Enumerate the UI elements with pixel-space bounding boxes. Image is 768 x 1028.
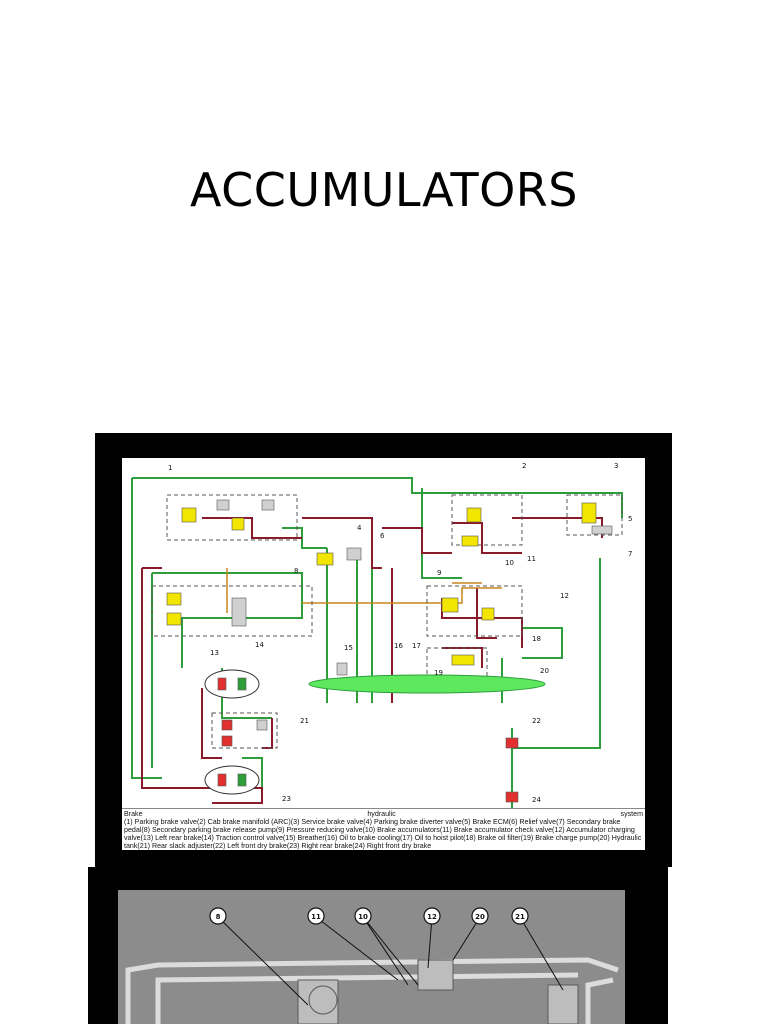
callout: 19 xyxy=(434,669,443,677)
callout: 13 xyxy=(210,649,219,657)
callout: 5 xyxy=(628,515,632,523)
callout: 10 xyxy=(358,913,368,921)
schematic-figure: 1 2 3 5 7 4 6 8 9 10 11 12 13 14 15 16 1… xyxy=(95,433,672,867)
callout: 9 xyxy=(437,569,441,577)
callout: 14 xyxy=(255,641,264,649)
callout: 11 xyxy=(527,555,536,563)
photo-callouts: 8 11 10 12 20 21 xyxy=(209,907,529,925)
leader-lines xyxy=(217,916,564,1006)
caption-legend-text: (1) Parking brake valve(2) Cab brake man… xyxy=(124,818,642,850)
callout: 17 xyxy=(412,642,421,650)
callout: 24 xyxy=(532,796,541,804)
component-boxes xyxy=(151,494,623,749)
callout: 2 xyxy=(522,462,526,470)
caption-word-system: system xyxy=(620,810,643,818)
callout: 16 xyxy=(394,642,403,650)
hydraulic-tank xyxy=(308,674,546,694)
schematic-drawing: 1 2 3 5 7 4 6 8 9 10 11 12 13 14 15 16 1… xyxy=(131,462,632,808)
callout: 7 xyxy=(628,550,632,558)
callout: 18 xyxy=(532,635,541,643)
slide-title: ACCUMULATORS xyxy=(190,163,578,217)
callout: 20 xyxy=(540,667,549,675)
callout: 10 xyxy=(505,559,514,567)
pilot-lines xyxy=(226,568,502,613)
callout: 8 xyxy=(216,913,221,921)
caption-word-hydraulic: hydraulic xyxy=(367,810,396,818)
callout: 4 xyxy=(357,524,362,532)
callout: 6 xyxy=(380,532,385,540)
frame-photo: 8 11 10 12 20 21 xyxy=(118,890,625,1025)
machine-components xyxy=(297,959,579,1025)
callout: 12 xyxy=(560,592,569,600)
callout: 1 xyxy=(168,464,172,472)
frame-photo-figure: 8 11 10 12 20 21 xyxy=(88,867,668,1025)
callout: 21 xyxy=(515,913,525,921)
callout: 20 xyxy=(475,913,485,921)
schematic-callouts: 1 2 3 5 7 4 6 8 9 10 11 12 13 14 15 16 1… xyxy=(168,462,632,804)
brake-assemblies xyxy=(204,669,260,795)
callout: 15 xyxy=(344,644,353,652)
caption-word-brake: Brake xyxy=(124,810,143,818)
callout: 23 xyxy=(282,795,291,803)
callout: 3 xyxy=(614,462,618,470)
callout: 8 xyxy=(294,567,298,575)
hydraulic-schematic: 1 2 3 5 7 4 6 8 9 10 11 12 13 14 15 16 1… xyxy=(122,458,645,808)
callout: 12 xyxy=(427,913,437,921)
schematic-caption: Brake hydraulic system (1) Parking brake… xyxy=(122,808,645,850)
callout: 22 xyxy=(532,717,541,725)
frame-photo-drawing: 8 11 10 12 20 21 xyxy=(118,890,625,1025)
valve-blocks xyxy=(166,499,613,803)
callout: 11 xyxy=(311,913,321,921)
callout: 21 xyxy=(300,717,309,725)
